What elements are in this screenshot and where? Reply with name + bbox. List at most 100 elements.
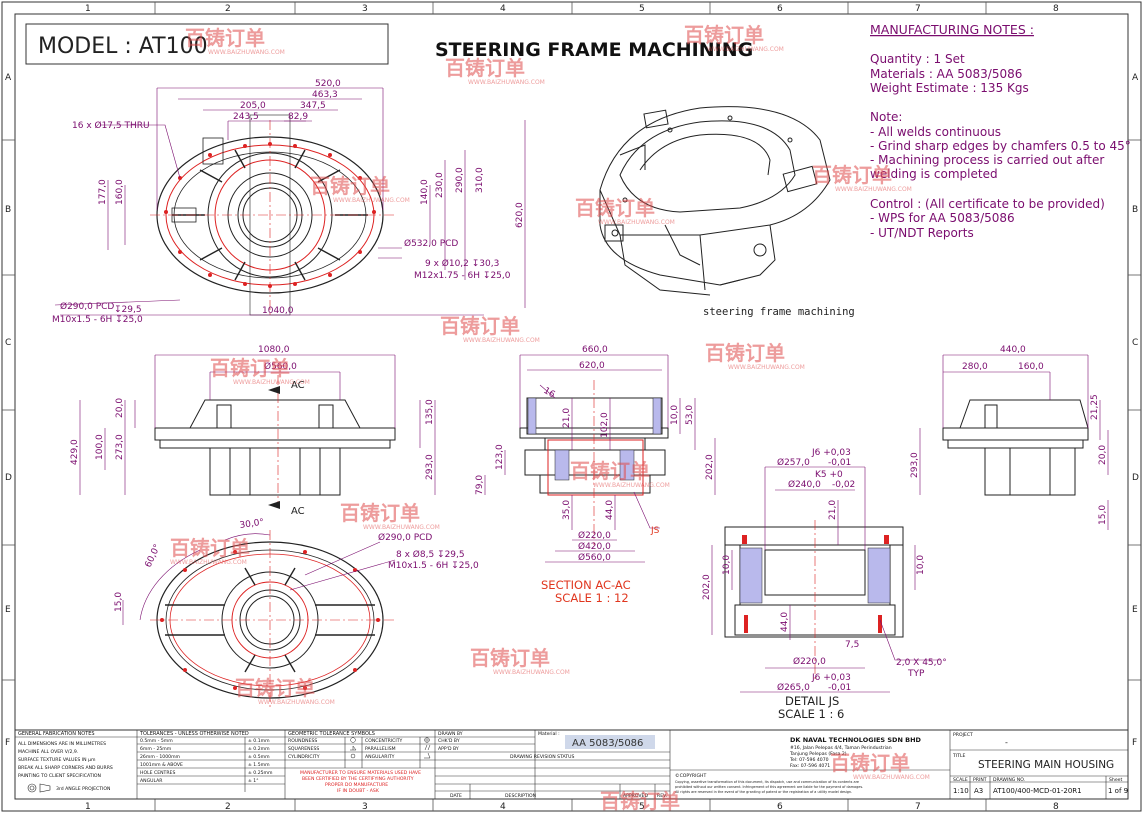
watermark-url: WWW.BAIZHUWANG.COM: [208, 49, 285, 56]
drawn-by-label: DRAWN BY: [438, 731, 463, 737]
zone-col-1-bottom: 1: [85, 802, 91, 812]
notes-note-2: - Grind sharp edges by chamfers 0.5 to 4…: [870, 139, 1131, 153]
model-label: MODEL : AT100: [38, 34, 208, 59]
dim-d220-detail: Ø220,0: [793, 656, 826, 667]
detail-label: DETAIL JS: [785, 694, 839, 708]
tol-j6-top-lower: -0,01: [828, 458, 851, 468]
dim-273: 273,0: [115, 434, 125, 460]
dim-d240: Ø240,0: [788, 479, 821, 490]
warning-1: MANUFACTURER TO ENSURE MATERIALS USED HA…: [300, 770, 421, 776]
top-view: 520,0 463,3 347,5 205,0 243,5 82,9 16 x …: [52, 79, 526, 325]
copyright-heading: ©COPYRIGHT: [675, 772, 706, 779]
holes-9-drill: 9 x Ø10,2 ↧30,3: [425, 258, 499, 269]
dim-35-section: 35,0: [562, 500, 572, 520]
notes-heading: MANUFACTURING NOTES :: [870, 22, 1034, 37]
material-label: Material :: [538, 731, 560, 737]
notes-note-4: welding is completed: [870, 167, 998, 181]
dim-620-section: 620,0: [579, 361, 605, 371]
sheet-value: 1 of 9: [1108, 787, 1128, 795]
checked-by-label: CHK'D BY: [438, 738, 460, 744]
drawing-no-label: DRAWING NO.: [993, 777, 1025, 783]
warning-3: PROPER DO MANUFACTURE: [325, 782, 388, 788]
zone-row-a: A: [5, 73, 12, 83]
dim-21-25: 21,25: [1090, 394, 1100, 420]
holes-8-thread: M10x1.5 - 6H ↧25,0: [388, 561, 479, 571]
watermark-logo-text: 百铸订单: [445, 56, 525, 80]
dim-463: 463,3: [312, 90, 338, 100]
zone-col-4: 4: [500, 4, 506, 14]
gen-note-4: BREAK ALL SHARP CORNERS AND BURRS: [18, 765, 113, 771]
watermark-url: WWW.BAIZHUWANG.COM: [170, 559, 247, 566]
zone-col-5: 5: [639, 4, 645, 14]
dim-10-detail-right: 10,0: [916, 555, 926, 575]
zone-col-4-bottom: 4: [500, 802, 506, 812]
watermark-logo-text: 百铸订单: [812, 163, 892, 187]
dim-30-deg: 30,0°: [239, 518, 265, 531]
copyright-1: Copying, assertive transformation of thi…: [675, 780, 859, 784]
zone-col-6: 6: [777, 4, 783, 14]
dim-d560-section: Ø560,0: [578, 552, 611, 563]
notes-weight: Weight Estimate : 135 Kgs: [870, 81, 1029, 95]
zone-col-3: 3: [362, 4, 368, 14]
dim-293-front: 293,0: [425, 454, 435, 480]
watermark-url: WWW.BAIZHUWANG.COM: [493, 669, 570, 676]
zone-col-2-bottom: 2: [225, 802, 231, 812]
rev-date-label: DATE: [450, 793, 462, 799]
scale-value: 1:10: [953, 787, 969, 795]
print-label: PRINT: [973, 777, 987, 783]
tol-k5-upper: K5 +0: [815, 470, 843, 480]
watermark-logo-text: 百铸订单: [705, 341, 785, 365]
zone-row-c: C: [5, 338, 11, 348]
dim-660: 660,0: [582, 345, 608, 355]
print-value: A3: [974, 787, 983, 795]
dim-10-detail-left: 10,0: [722, 555, 732, 575]
detail-scale: SCALE 1 : 6: [778, 707, 844, 721]
watermark-logo-text: 百铸订单: [470, 646, 550, 670]
title-label: TITLE: [952, 753, 966, 759]
watermark-logo-text: 百铸订单: [684, 23, 764, 47]
zone-col-2: 2: [225, 4, 231, 14]
project-value: -: [1005, 738, 1008, 747]
projection-label: 3rd ANGLE PROJECTION: [56, 786, 110, 792]
geo-concentricity: CONCENTRICITY: [365, 738, 403, 744]
copyright-2: prohibited without our written consent. …: [675, 785, 863, 789]
parallelism-icon: [424, 744, 428, 751]
company-name: DK NAVAL TECHNOLOGIES SDN BHD: [790, 736, 922, 744]
dim-44-section: 44,0: [605, 500, 615, 520]
chamfer-typ: TYP: [907, 669, 925, 679]
dim-520: 520,0: [315, 79, 341, 89]
notes-control-2: - UT/NDT Reports: [870, 226, 974, 240]
zone-col-1: 1: [85, 4, 91, 14]
rev-approved-label: APPROVED: [623, 793, 648, 799]
sheet-label: Sheet: [1109, 777, 1122, 783]
tolerance-heading: TOLERANCES - UNLESS OTHERWISE NOTED: [139, 731, 249, 737]
dim-123: 123,0: [495, 444, 505, 470]
dim-15-side: 15,0: [1098, 505, 1108, 525]
concentricity-icon: [424, 737, 430, 743]
geo-angularity: ANGULARITY: [365, 754, 395, 760]
watermark-url: WWW.BAIZHUWANG.COM: [363, 524, 440, 531]
watermark-url: WWW.BAIZHUWANG.COM: [728, 364, 805, 371]
watermark-url: WWW.BAIZHUWANG.COM: [853, 774, 930, 781]
dim-d257: Ø257,0: [777, 457, 810, 468]
project-label: PROJECT: [953, 732, 973, 738]
squareness-icon: [350, 745, 357, 751]
dim-160: 160,0: [115, 179, 125, 205]
roundness-icon: [350, 737, 356, 743]
zone-col-3-bottom: 3: [362, 802, 368, 812]
tol-range-1: 0.5mm - 5mm: [140, 738, 173, 744]
dim-20-front: 20,0: [115, 398, 125, 418]
tol-range-6: ANGULAR: [140, 778, 163, 784]
dim-20-side: 20,0: [1098, 445, 1108, 465]
tol-j6-top-upper: J6 +0,03: [811, 448, 851, 458]
dim-202-section: 202,0: [705, 454, 715, 480]
zone-row-f: F: [5, 738, 10, 748]
